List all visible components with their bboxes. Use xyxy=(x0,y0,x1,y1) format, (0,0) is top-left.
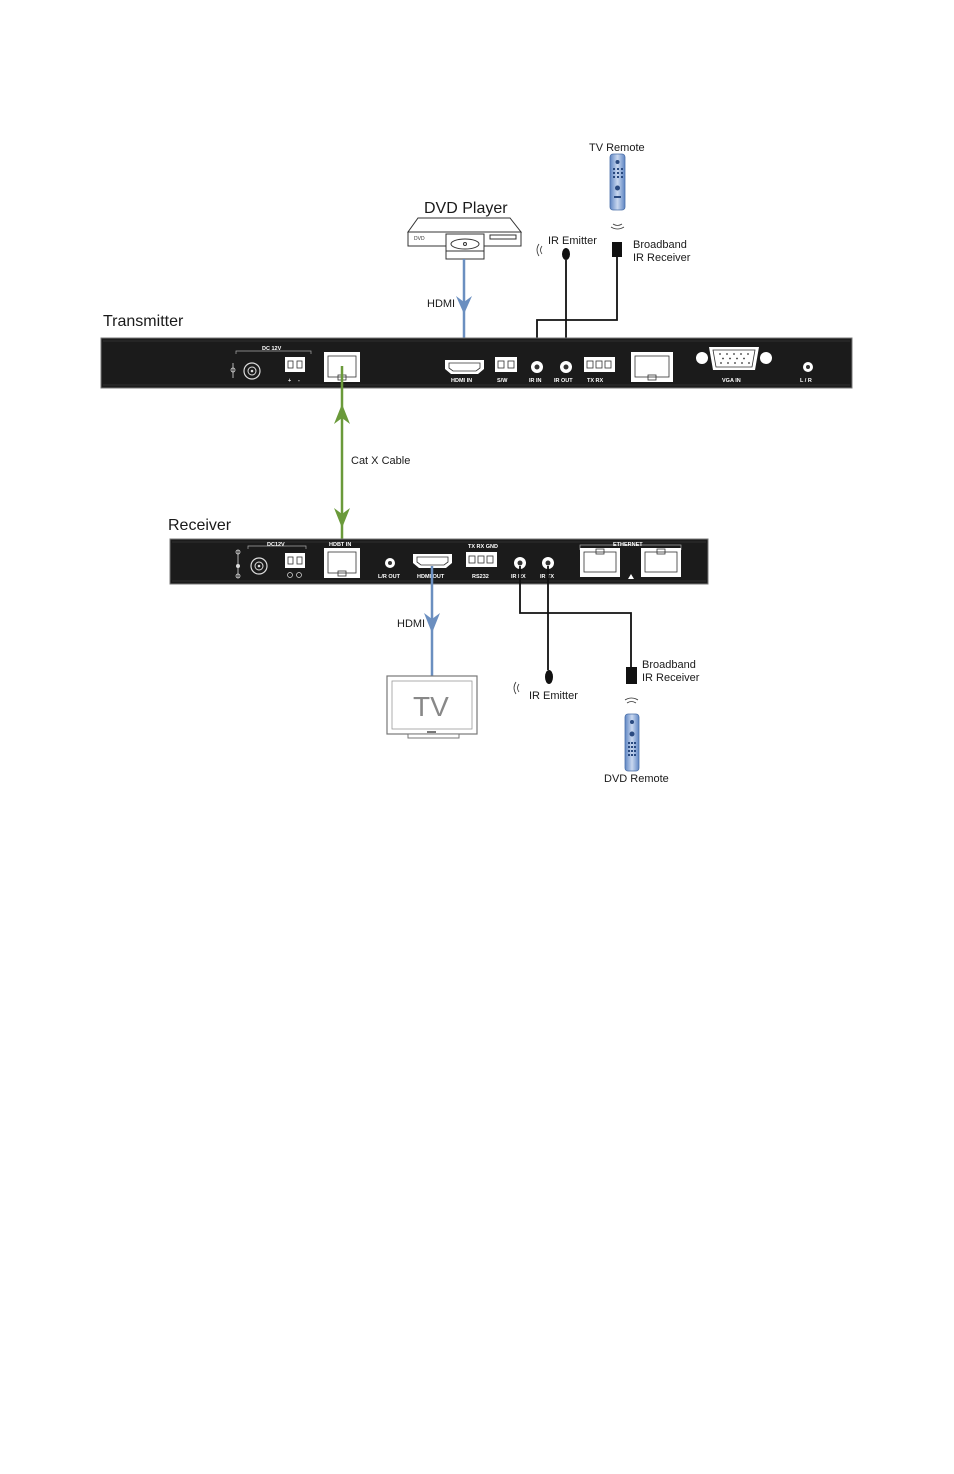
ir-rx-wire-bottom xyxy=(519,566,632,668)
ir-emitter-bottom-label: IR Emitter xyxy=(529,690,578,702)
tx-ir-out-port xyxy=(560,361,572,373)
tx-rj45-port-2 xyxy=(631,352,673,382)
tx-minus-label: - xyxy=(298,378,300,384)
transmitter-panel: DC 12V + - HDMI IN xyxy=(100,337,853,389)
ir-emitter-top xyxy=(562,248,570,260)
ir-emitter-top-label: IR Emitter xyxy=(548,235,597,247)
ir-signal-icon xyxy=(610,223,625,230)
tx-hdmi-in-label: HDMI IN xyxy=(451,378,472,384)
tx-ir-in-label: IR IN xyxy=(529,378,542,384)
tx-ir-in-port xyxy=(531,361,543,373)
tx-ir-out-label: IR OUT xyxy=(554,378,573,384)
rx-lr-out-label: L/R OUT xyxy=(378,574,401,580)
cat-arrow-down xyxy=(334,508,350,528)
tx-power-terminal xyxy=(285,357,305,372)
rx-rs232-terminal xyxy=(466,552,497,567)
cat-arrow-up xyxy=(334,404,350,424)
dvd-remote-icon xyxy=(624,713,640,772)
rx-rs232-label: RS232 xyxy=(472,574,489,580)
tv-remote-icon xyxy=(609,153,626,211)
rx-ethernet-port-2 xyxy=(641,548,681,577)
tx-sw-label: S/W xyxy=(497,378,508,384)
broadband-bottom-label-1: Broadband xyxy=(642,659,696,671)
rx-hdbt-in-port xyxy=(324,548,360,578)
tx-dc-label: DC 12V xyxy=(262,346,282,352)
tv-icon xyxy=(386,675,478,739)
tv-label: TV xyxy=(413,691,449,722)
ir-signal-icon xyxy=(624,697,639,704)
tx-txrx-label: TX RX xyxy=(587,378,604,384)
rx-hdmi-out-port xyxy=(413,554,452,568)
dvd-player-label: DVD Player xyxy=(424,200,508,217)
dvd-device-text: DVD xyxy=(414,236,425,242)
transmitter-label: Transmitter xyxy=(103,313,184,330)
rx-ethernet-port-1 xyxy=(580,548,620,577)
broadband-ir-receiver-top xyxy=(612,242,622,257)
hdmi-top-label: HDMI xyxy=(427,298,455,310)
tx-hdmi-in-port xyxy=(445,360,484,374)
broadband-bottom-label-2: IR Receiver xyxy=(642,672,700,684)
tx-serial-terminal xyxy=(584,357,615,372)
rx-hdbt-in-label: HDBT IN xyxy=(329,542,351,548)
ir-signal-icon xyxy=(513,681,520,695)
tx-dc-jack xyxy=(230,362,261,380)
tx-lr-port xyxy=(803,362,813,372)
hdmi-bottom-label: HDMI xyxy=(397,618,425,630)
broadband-top-label-1: Broadband xyxy=(633,239,687,251)
dvd-remote-label: DVD Remote xyxy=(604,773,669,785)
hdmi-arrow-bottom xyxy=(424,613,440,633)
rx-ir-rx-label: IR RX xyxy=(511,574,526,580)
rx-ethernet-led xyxy=(628,574,634,579)
rx-dc-label: DC12V xyxy=(267,542,285,548)
receiver-panel: DC12V HDBT IN L/R OUT xyxy=(169,538,709,585)
ir-emitter-bottom xyxy=(545,670,553,684)
tx-vga-in-label: VGA IN xyxy=(722,378,741,384)
receiver-label: Receiver xyxy=(168,517,232,534)
rx-tx-rx-gnd-label: TX RX GND xyxy=(468,544,498,550)
rx-power-terminal xyxy=(285,553,305,578)
rx-lr-out-port xyxy=(385,558,395,568)
tx-plus-label: + xyxy=(288,378,291,384)
hdmi-arrow-top xyxy=(456,296,472,314)
broadband-ir-receiver-bottom xyxy=(626,667,637,684)
rx-ethernet-label: ETHERNET xyxy=(613,542,643,548)
rx-dc-jack xyxy=(235,549,268,579)
tx-sw-terminal xyxy=(495,357,517,372)
broadband-top-label-2: IR Receiver xyxy=(633,252,691,264)
ir-signal-icon xyxy=(536,243,543,257)
dvd-player-icon: DVD xyxy=(407,217,523,260)
rx-ir-tx-port xyxy=(542,557,554,569)
tv-remote-label: TV Remote xyxy=(589,142,645,154)
cat-cable-label: Cat X Cable xyxy=(351,455,410,467)
tx-vga-in-port xyxy=(696,347,772,370)
tx-lr-label: L / R xyxy=(800,378,812,384)
rx-ir-rx-port xyxy=(514,557,526,569)
